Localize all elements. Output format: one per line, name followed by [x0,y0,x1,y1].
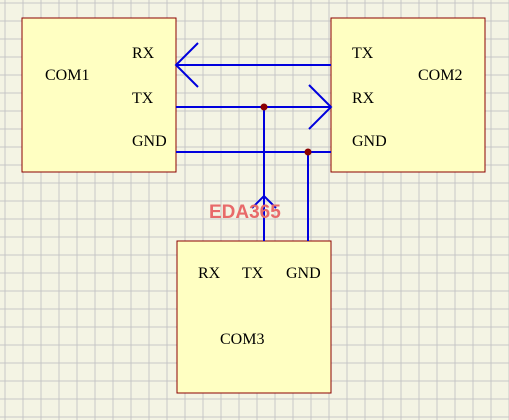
watermark-text: EDA365 [209,202,281,223]
com2-block[interactable]: TX RX GND COM2 [330,17,486,173]
com1-block[interactable]: COM1 RX TX GND [21,17,177,173]
com3-box[interactable] [176,240,332,394]
com3-pin-gnd: GND [286,265,321,282]
com1-pin-tx: TX [132,90,154,107]
com1-pin-rx: RX [132,45,155,62]
com3-pin-tx: TX [242,265,264,282]
com1-name: COM1 [45,67,89,84]
com3-pin-rx: RX [198,265,221,282]
junction-dot-gnd [304,148,312,156]
arrow-up-icon [251,194,277,209]
com3-block[interactable]: RX TX GND COM3 [176,240,332,394]
junction-dot-tx [260,103,268,111]
com3-name: COM3 [220,331,264,348]
com2-name: COM2 [418,67,462,84]
com2-pin-tx: TX [352,45,374,62]
arrow-left-icon [174,42,199,88]
com2-box[interactable] [330,17,486,173]
arrow-right-icon [308,84,333,130]
com2-pin-rx: RX [352,90,375,107]
com1-pin-gnd: GND [132,133,167,150]
com2-pin-gnd: GND [352,133,387,150]
com1-box[interactable] [21,17,177,173]
